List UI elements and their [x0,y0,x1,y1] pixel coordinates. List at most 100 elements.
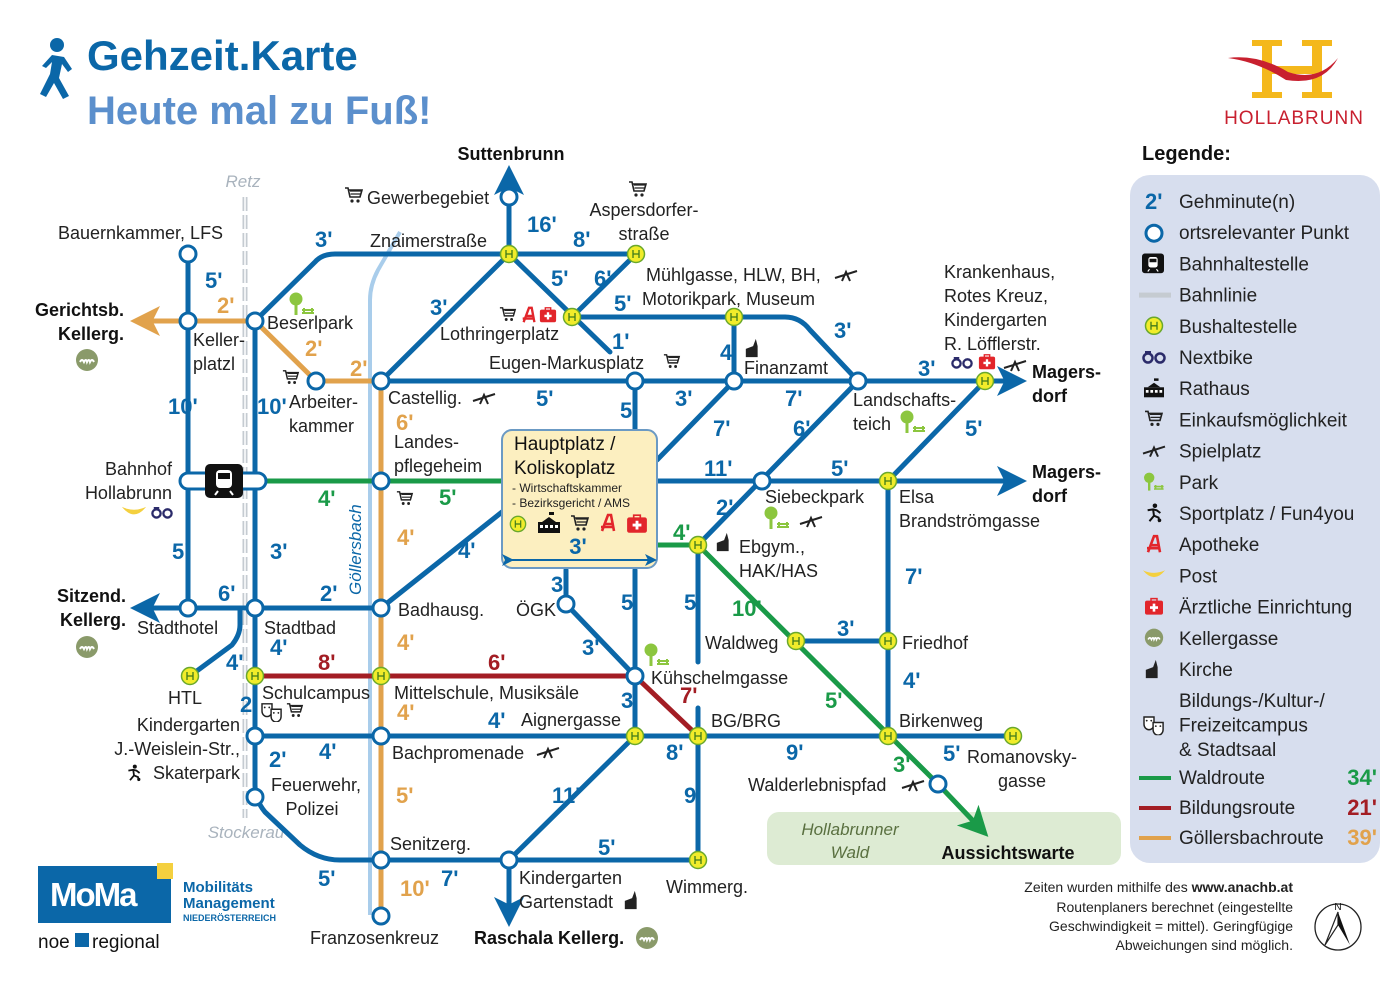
legend-label: Rathaus [1179,379,1250,400]
node-oegk[interactable] [556,594,576,614]
bus-stop-schulcampus[interactable] [245,666,265,686]
stop-label: J.-Weislein-Str., [114,739,240,759]
node-bachpromenade[interactable] [371,726,391,746]
node-kellerplatzl[interactable] [178,311,198,331]
bus-stop-ebgym[interactable] [688,535,708,555]
playground-icon [536,747,560,759]
stop-label: Finanzamt [744,358,828,378]
node-stadthotel[interactable] [178,598,198,618]
bus-stop-romanovskygasse[interactable] [1003,726,1023,746]
minute-label: 3' [270,539,287,564]
minute-label: 3' [834,318,851,343]
legend-item: Bushaltestelle [1144,316,1297,338]
node-gartenstadt[interactable] [499,850,519,870]
minute-label: 10' [732,596,762,621]
node-walderlebnispfad[interactable] [928,774,948,794]
park-icon [643,643,670,667]
minute-label: 7' [785,386,802,411]
node-badhausg[interactable] [371,598,391,618]
bus-stop-muehlgasse[interactable] [724,307,744,327]
bus-stop-lothringerplatz[interactable] [562,307,582,327]
node-bauernkammer[interactable] [178,244,198,264]
moma-logo-text: MoMa [50,876,138,913]
minute-label: 7' [713,416,730,441]
node-castellig[interactable] [371,371,391,391]
bus-stop-bgbrg[interactable] [688,726,708,746]
theatre-icon [261,703,282,722]
node-finanzamt[interactable] [724,371,744,391]
bus-stop-krankenhaus[interactable] [975,371,995,391]
minute-label: 3' [893,752,910,777]
minute-label: 7' [441,866,458,891]
node-stadtbad[interactable] [245,598,265,618]
stop-label: Romanovsky- [967,747,1077,767]
node-franzosenkreuz[interactable] [371,906,391,926]
stop-label: Hollabrunn [85,483,172,503]
direction-magersdorf: dorf [1032,486,1068,506]
node-gewerbegebiet[interactable] [499,187,519,207]
legend-item: 2'Gehminute(n) [1145,189,1295,214]
stop-label: Wimmerg. [666,877,748,897]
nextbike-icon [151,506,173,519]
legend-item: Spielplatz [1142,442,1261,463]
node-arbeiterkammer[interactable] [306,371,326,391]
cart-icon [344,187,363,204]
stop-label: platzl [193,354,235,374]
node-feuerwehr[interactable] [245,787,265,807]
bus-stop-friedhof[interactable] [878,631,898,651]
minute-label: 3' [430,295,447,320]
node-landespflegeheim[interactable] [371,471,391,491]
legend-label: Apotheke [1179,535,1259,556]
minute-label: 4' [226,650,243,675]
stop-label: Mittelschule, Musiksäle [394,683,579,703]
bus-stop-elsa[interactable] [878,471,898,491]
stop-label: Krankenhaus, [944,262,1055,282]
minute-label: 10' [168,394,198,419]
bus-stop-mittelschule[interactable] [371,666,391,686]
node-kuehschelmgasse[interactable] [625,666,645,686]
stop-label: Birkenweg [899,711,983,731]
bus-stop-aspersdorferstrasse[interactable] [626,244,646,264]
stop-label: BG/BRG [711,711,781,731]
node-eugen-markusplatz[interactable] [625,371,645,391]
stop-label: pflegeheim [394,456,482,476]
minute-label: 2' [305,336,322,361]
bus-stop-htl[interactable] [180,666,200,686]
legend-label: Gehminute(n) [1179,192,1295,213]
bus-stop-znaimerstrasse[interactable] [499,244,519,264]
minute-label: 5' [598,835,615,860]
bus-stop-birkenweg[interactable] [878,726,898,746]
stop-label: Arbeiter- [289,392,358,412]
node-siebeckpark[interactable] [752,471,772,491]
stop-label: Franzosenkreuz [310,928,439,948]
stop-label: Bauernkammer, LFS [58,223,223,243]
kellergasse-icon [75,348,99,372]
hauptplatz-box[interactable]: Hauptplatz / Koliskoplatz - Wirtschaftsk… [501,429,658,569]
legend-label: Park [1179,473,1219,494]
minute-label: 3' [551,572,568,597]
bus-stop-wimmerg[interactable] [688,850,708,870]
stop-label: Aignergasse [521,710,621,730]
playground-icon [472,393,496,405]
minute-label: 3' [621,688,638,713]
minute-label: 5' [965,416,982,441]
minute-label: 4' [720,340,737,365]
hauptplatz-item: - Bezirksgericht / AMS [512,496,630,510]
bus-stop-aignergasse[interactable] [625,726,645,746]
minute-label: 5' [621,590,638,615]
walking-network [130,165,1027,927]
anachb-link[interactable]: www.anachb.at [1191,879,1294,895]
stop-label: Waldweg [705,633,778,653]
footnote: Zeiten wurden mithilfe des www.anachb.at… [1024,879,1293,953]
node-beserlpark[interactable] [245,311,265,331]
rail-direction-south: Stockerau [208,823,285,842]
stop-label: Kindergarten [944,310,1047,330]
minute-label: 4' [270,635,287,660]
stop-label: Kindergarten [519,868,622,888]
node-senitzerg[interactable] [371,850,391,870]
legend-item: Kirche [1145,659,1233,681]
node-landschaftsteich[interactable] [848,371,868,391]
bus-stop-waldweg[interactable] [786,631,806,651]
minute-label: 3' [918,356,935,381]
node-kindergarten-jw[interactable] [245,726,265,746]
